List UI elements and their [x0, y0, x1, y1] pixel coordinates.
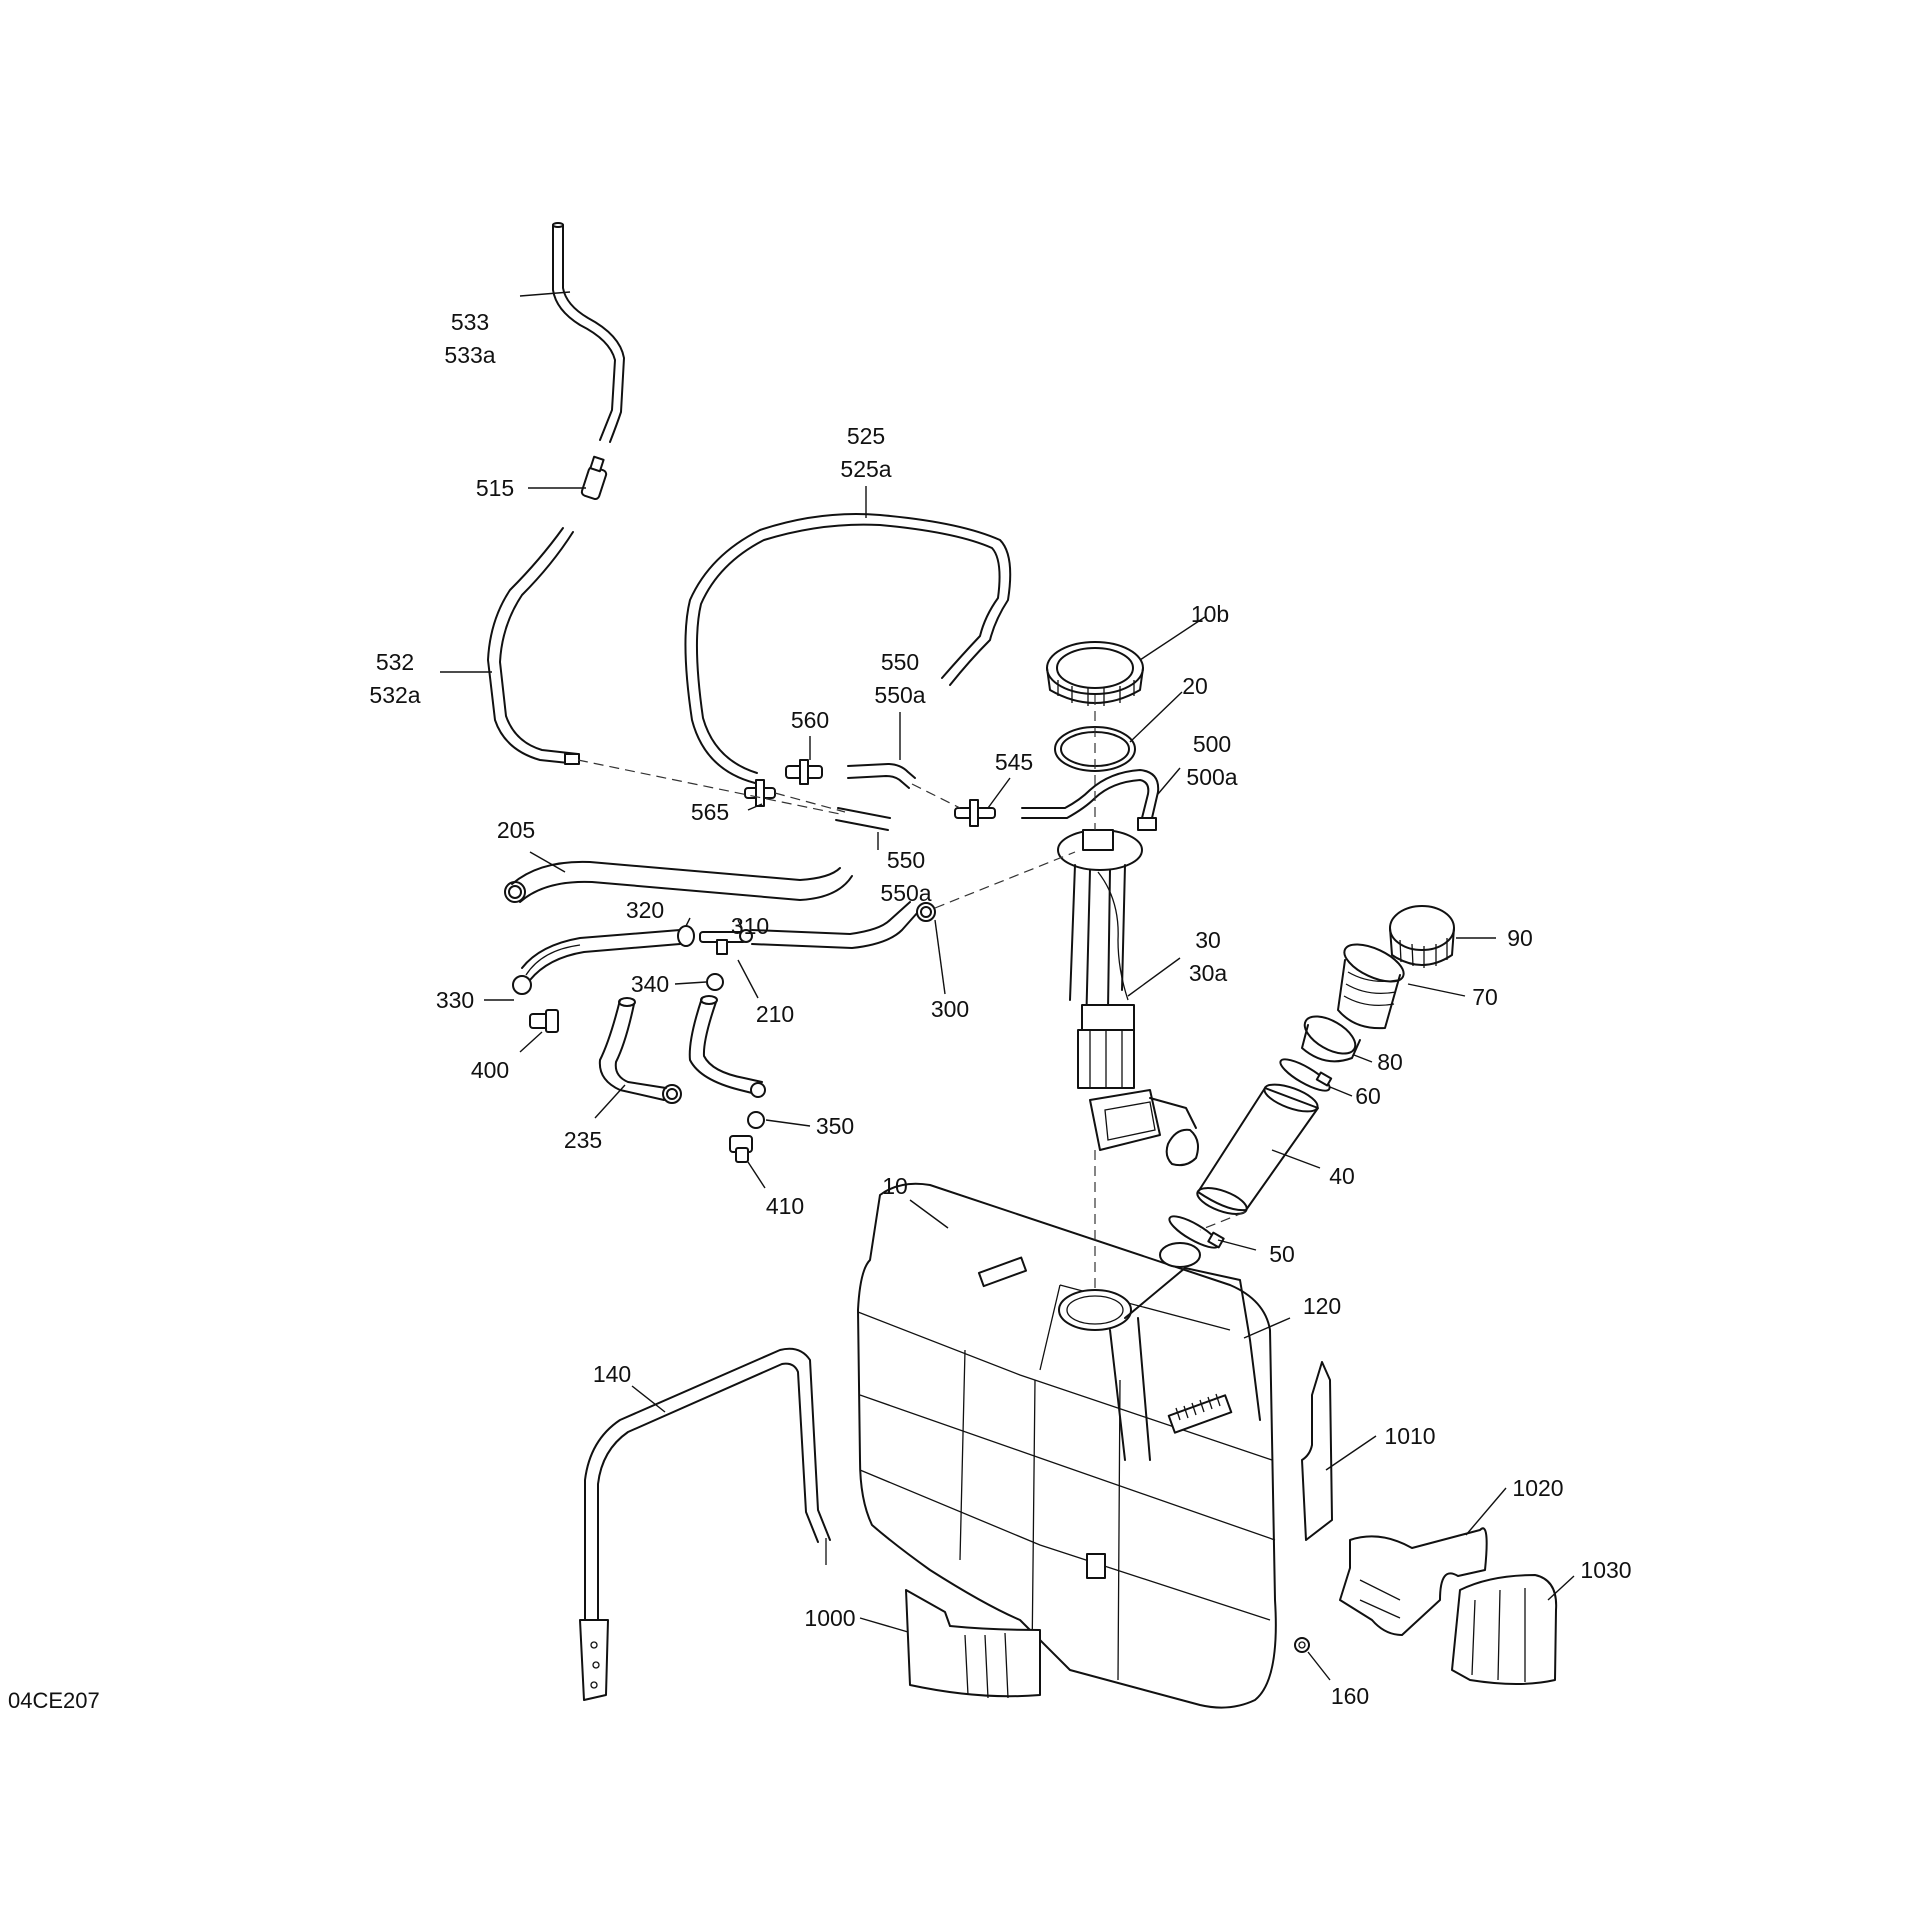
- callout-340: 340: [631, 971, 669, 997]
- callout-500: 500: [1193, 731, 1231, 757]
- callout-40: 40: [1329, 1163, 1355, 1189]
- fuel-cap-90: [1389, 905, 1455, 968]
- callout-330: 330: [436, 987, 474, 1013]
- callout-550a-top: 550a: [874, 682, 925, 708]
- filler-neck-70: [1337, 943, 1405, 1030]
- callout-310: 310: [731, 913, 769, 939]
- callout-10: 10: [882, 1173, 908, 1199]
- callout-533a: 533a: [444, 342, 495, 368]
- callout-550a-bottom: 550a: [880, 880, 931, 906]
- callout-1000: 1000: [804, 1605, 855, 1631]
- callout-550-bottom: 550: [887, 847, 925, 873]
- callout-1010: 1010: [1384, 1423, 1435, 1449]
- callout-210: 210: [756, 1001, 794, 1027]
- clamp-60: [1279, 1058, 1333, 1092]
- hose-205: [504, 860, 853, 903]
- clamp-320: [677, 925, 695, 947]
- diagram-code: 04CE207: [8, 1688, 100, 1713]
- callout-350: 350: [816, 1113, 854, 1139]
- callout-10b: 10b: [1191, 601, 1229, 627]
- callout-550-top: 550: [881, 649, 919, 675]
- callout-80: 80: [1377, 1049, 1403, 1075]
- nut-160: [1294, 1637, 1310, 1653]
- tee-fitting-310: [699, 929, 753, 955]
- hose-to-300: [751, 901, 936, 949]
- fitting-410: [729, 1135, 753, 1163]
- callout-525a: 525a: [840, 456, 891, 482]
- strap-140: [579, 1347, 831, 1701]
- callout-300: 300: [931, 996, 969, 1022]
- callout-20: 20: [1182, 673, 1208, 699]
- hose-235: [598, 997, 682, 1104]
- callout-515: 515: [476, 475, 514, 501]
- clamp-80: [1301, 1015, 1361, 1063]
- vent-hose-533: [552, 222, 625, 443]
- shield-1020: [1339, 1527, 1488, 1636]
- hose-elbow-350: [688, 995, 766, 1098]
- callout-205: 205: [497, 817, 535, 843]
- fuel-tank-10: [857, 1182, 1277, 1709]
- callout-120: 120: [1303, 1293, 1341, 1319]
- assembly-lines: [577, 695, 1246, 1290]
- callout-30: 30: [1195, 927, 1221, 953]
- callout-560: 560: [791, 707, 829, 733]
- clamp-50: [1168, 1215, 1225, 1249]
- connector-565: [744, 779, 776, 807]
- fuel-pump-hose-500: [1021, 769, 1160, 831]
- leader-lines: [440, 291, 1575, 1681]
- check-valve-515: [580, 455, 608, 501]
- hose-40: [1196, 1083, 1319, 1215]
- callout-410: 410: [766, 1193, 804, 1219]
- callout-60: 60: [1355, 1083, 1381, 1109]
- callout-565: 565: [691, 799, 729, 825]
- vent-hose-532: [487, 527, 580, 765]
- callout-500a: 500a: [1186, 764, 1237, 790]
- callout-160: 160: [1331, 1683, 1369, 1709]
- callout-1030: 1030: [1580, 1557, 1631, 1583]
- callout-545: 545: [995, 749, 1033, 775]
- hose-330-assembly: [521, 929, 681, 981]
- callout-70: 70: [1472, 984, 1498, 1010]
- lock-ring-10b: [1046, 641, 1144, 706]
- callout-320: 320: [626, 897, 664, 923]
- fitting-400: [529, 1009, 559, 1033]
- callout-533: 533: [451, 309, 489, 335]
- clamp-350: [747, 1111, 765, 1129]
- tee-545: [954, 799, 996, 827]
- shield-1030: [1451, 1574, 1558, 1685]
- vent-hose-525: [684, 513, 1012, 784]
- callout-532: 532: [376, 649, 414, 675]
- callout-235: 235: [564, 1127, 602, 1153]
- callout-labels: 533 533a 515 532 532a 525 525a 550 550a …: [369, 309, 1631, 1709]
- callout-400: 400: [471, 1057, 509, 1083]
- callout-50: 50: [1269, 1241, 1295, 1267]
- hose-550-upper: [847, 763, 916, 789]
- clamp-330: [512, 975, 532, 995]
- clamp-340: [706, 973, 724, 991]
- callout-140: 140: [593, 1361, 631, 1387]
- callout-30a: 30a: [1189, 960, 1228, 986]
- callout-1020: 1020: [1512, 1475, 1563, 1501]
- shield-1010: [1301, 1361, 1333, 1541]
- connector-560: [785, 759, 823, 785]
- fuel-pump-module-30: [1057, 829, 1199, 1167]
- heat-shield-1000: [905, 1589, 1041, 1699]
- callout-525: 525: [847, 423, 885, 449]
- callout-90: 90: [1507, 925, 1533, 951]
- hose-550-lower: [835, 807, 891, 831]
- callout-532a: 532a: [369, 682, 420, 708]
